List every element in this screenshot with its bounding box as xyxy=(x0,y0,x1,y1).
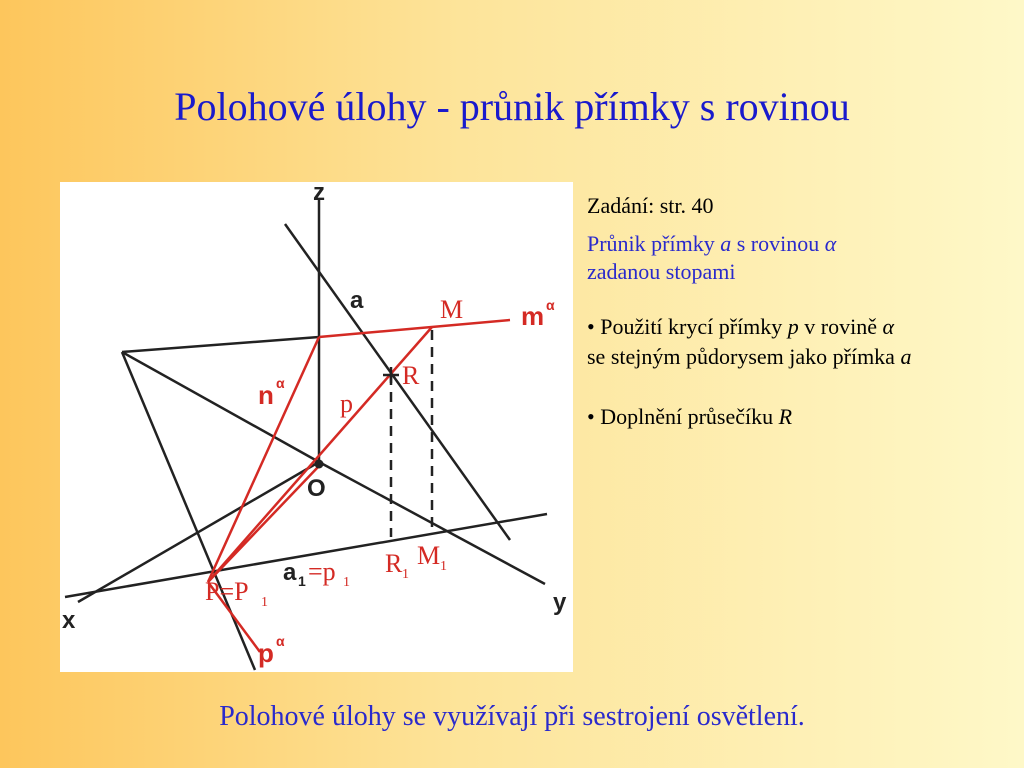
var-a: a xyxy=(900,344,912,369)
label-R: R xyxy=(402,361,420,390)
bullet-text: • Doplnění průsečíku xyxy=(587,404,779,429)
bullet-text: v rovině xyxy=(798,314,883,339)
bullet-text: • Použití krycí přímky xyxy=(587,314,788,339)
bullet-intersection: • Doplnění průsečíku R xyxy=(587,402,1017,432)
statement-text: zadanou stopami xyxy=(587,259,736,284)
assignment-panel: Zadání: str. 40 Průnik přímky a s rovino… xyxy=(587,192,1017,462)
symbol-alpha: α xyxy=(824,231,837,256)
red-to-O xyxy=(207,465,320,583)
line-a xyxy=(283,223,512,541)
geometry-figure: z a O y x a 1 M R p R 1 M 1 =p 1 P=P 1 m… xyxy=(60,182,573,672)
bullet-text: se stejným půdorysem jako přímka xyxy=(587,344,901,369)
label-a1-sub: 1 xyxy=(298,573,306,589)
plane-edge-diag xyxy=(121,350,320,464)
statement-text: s rovinou xyxy=(731,231,825,256)
label-m-alpha: m xyxy=(521,301,544,331)
label-eq-p1-sub: 1 xyxy=(343,575,350,590)
statement-text: Průnik přímky xyxy=(587,231,721,256)
point-O xyxy=(314,459,324,469)
assignment-reference: Zadání: str. 40 xyxy=(587,193,714,218)
label-M1: M xyxy=(417,541,440,570)
symbol-alpha: α xyxy=(882,314,895,339)
label-n-alpha: n xyxy=(258,380,274,410)
label-a: a xyxy=(350,287,364,314)
page-title: Polohové úlohy - průnik přímky s rovinou xyxy=(174,84,850,129)
label-x: x xyxy=(62,607,76,634)
var-R: R xyxy=(778,404,793,429)
line-a1 xyxy=(64,512,548,599)
problem-statement: Průnik přímky a s rovinou α zadanou stop… xyxy=(587,230,1017,286)
trace-n-alpha xyxy=(206,336,321,583)
trace-p-alpha xyxy=(206,581,262,653)
line-p xyxy=(207,326,433,583)
label-R1: R xyxy=(385,549,403,578)
plane-edge-top xyxy=(121,335,320,354)
label-p: p xyxy=(340,389,353,418)
label-M: M xyxy=(440,295,463,324)
bullet-cover-line: • Použití krycí přímky p v rovině α se s… xyxy=(587,312,1017,372)
label-m-alpha-sup: α xyxy=(546,297,555,313)
label-M1-sub: 1 xyxy=(440,559,447,574)
label-p-alpha: p xyxy=(258,638,274,668)
footer-note: Polohové úlohy se využívají při sestroje… xyxy=(219,701,805,732)
mark-R xyxy=(383,367,399,383)
trace-m-alpha xyxy=(318,318,511,339)
label-eq-p1: =p xyxy=(308,557,336,586)
label-O: O xyxy=(307,475,326,502)
figure-svg: z a O y x a 1 M R p R 1 M 1 =p 1 P=P 1 m… xyxy=(62,182,567,671)
var-p: p xyxy=(787,314,799,339)
label-z: z xyxy=(313,182,325,206)
label-a1: a xyxy=(283,559,297,586)
var-a: a xyxy=(720,231,732,256)
label-PP1: P=P xyxy=(205,577,249,606)
label-R1-sub: 1 xyxy=(402,567,409,582)
label-PP1-sub: 1 xyxy=(261,595,268,610)
label-p-alpha-sup: α xyxy=(276,633,285,649)
label-y: y xyxy=(553,589,567,616)
label-n-alpha-sup: α xyxy=(276,375,285,391)
